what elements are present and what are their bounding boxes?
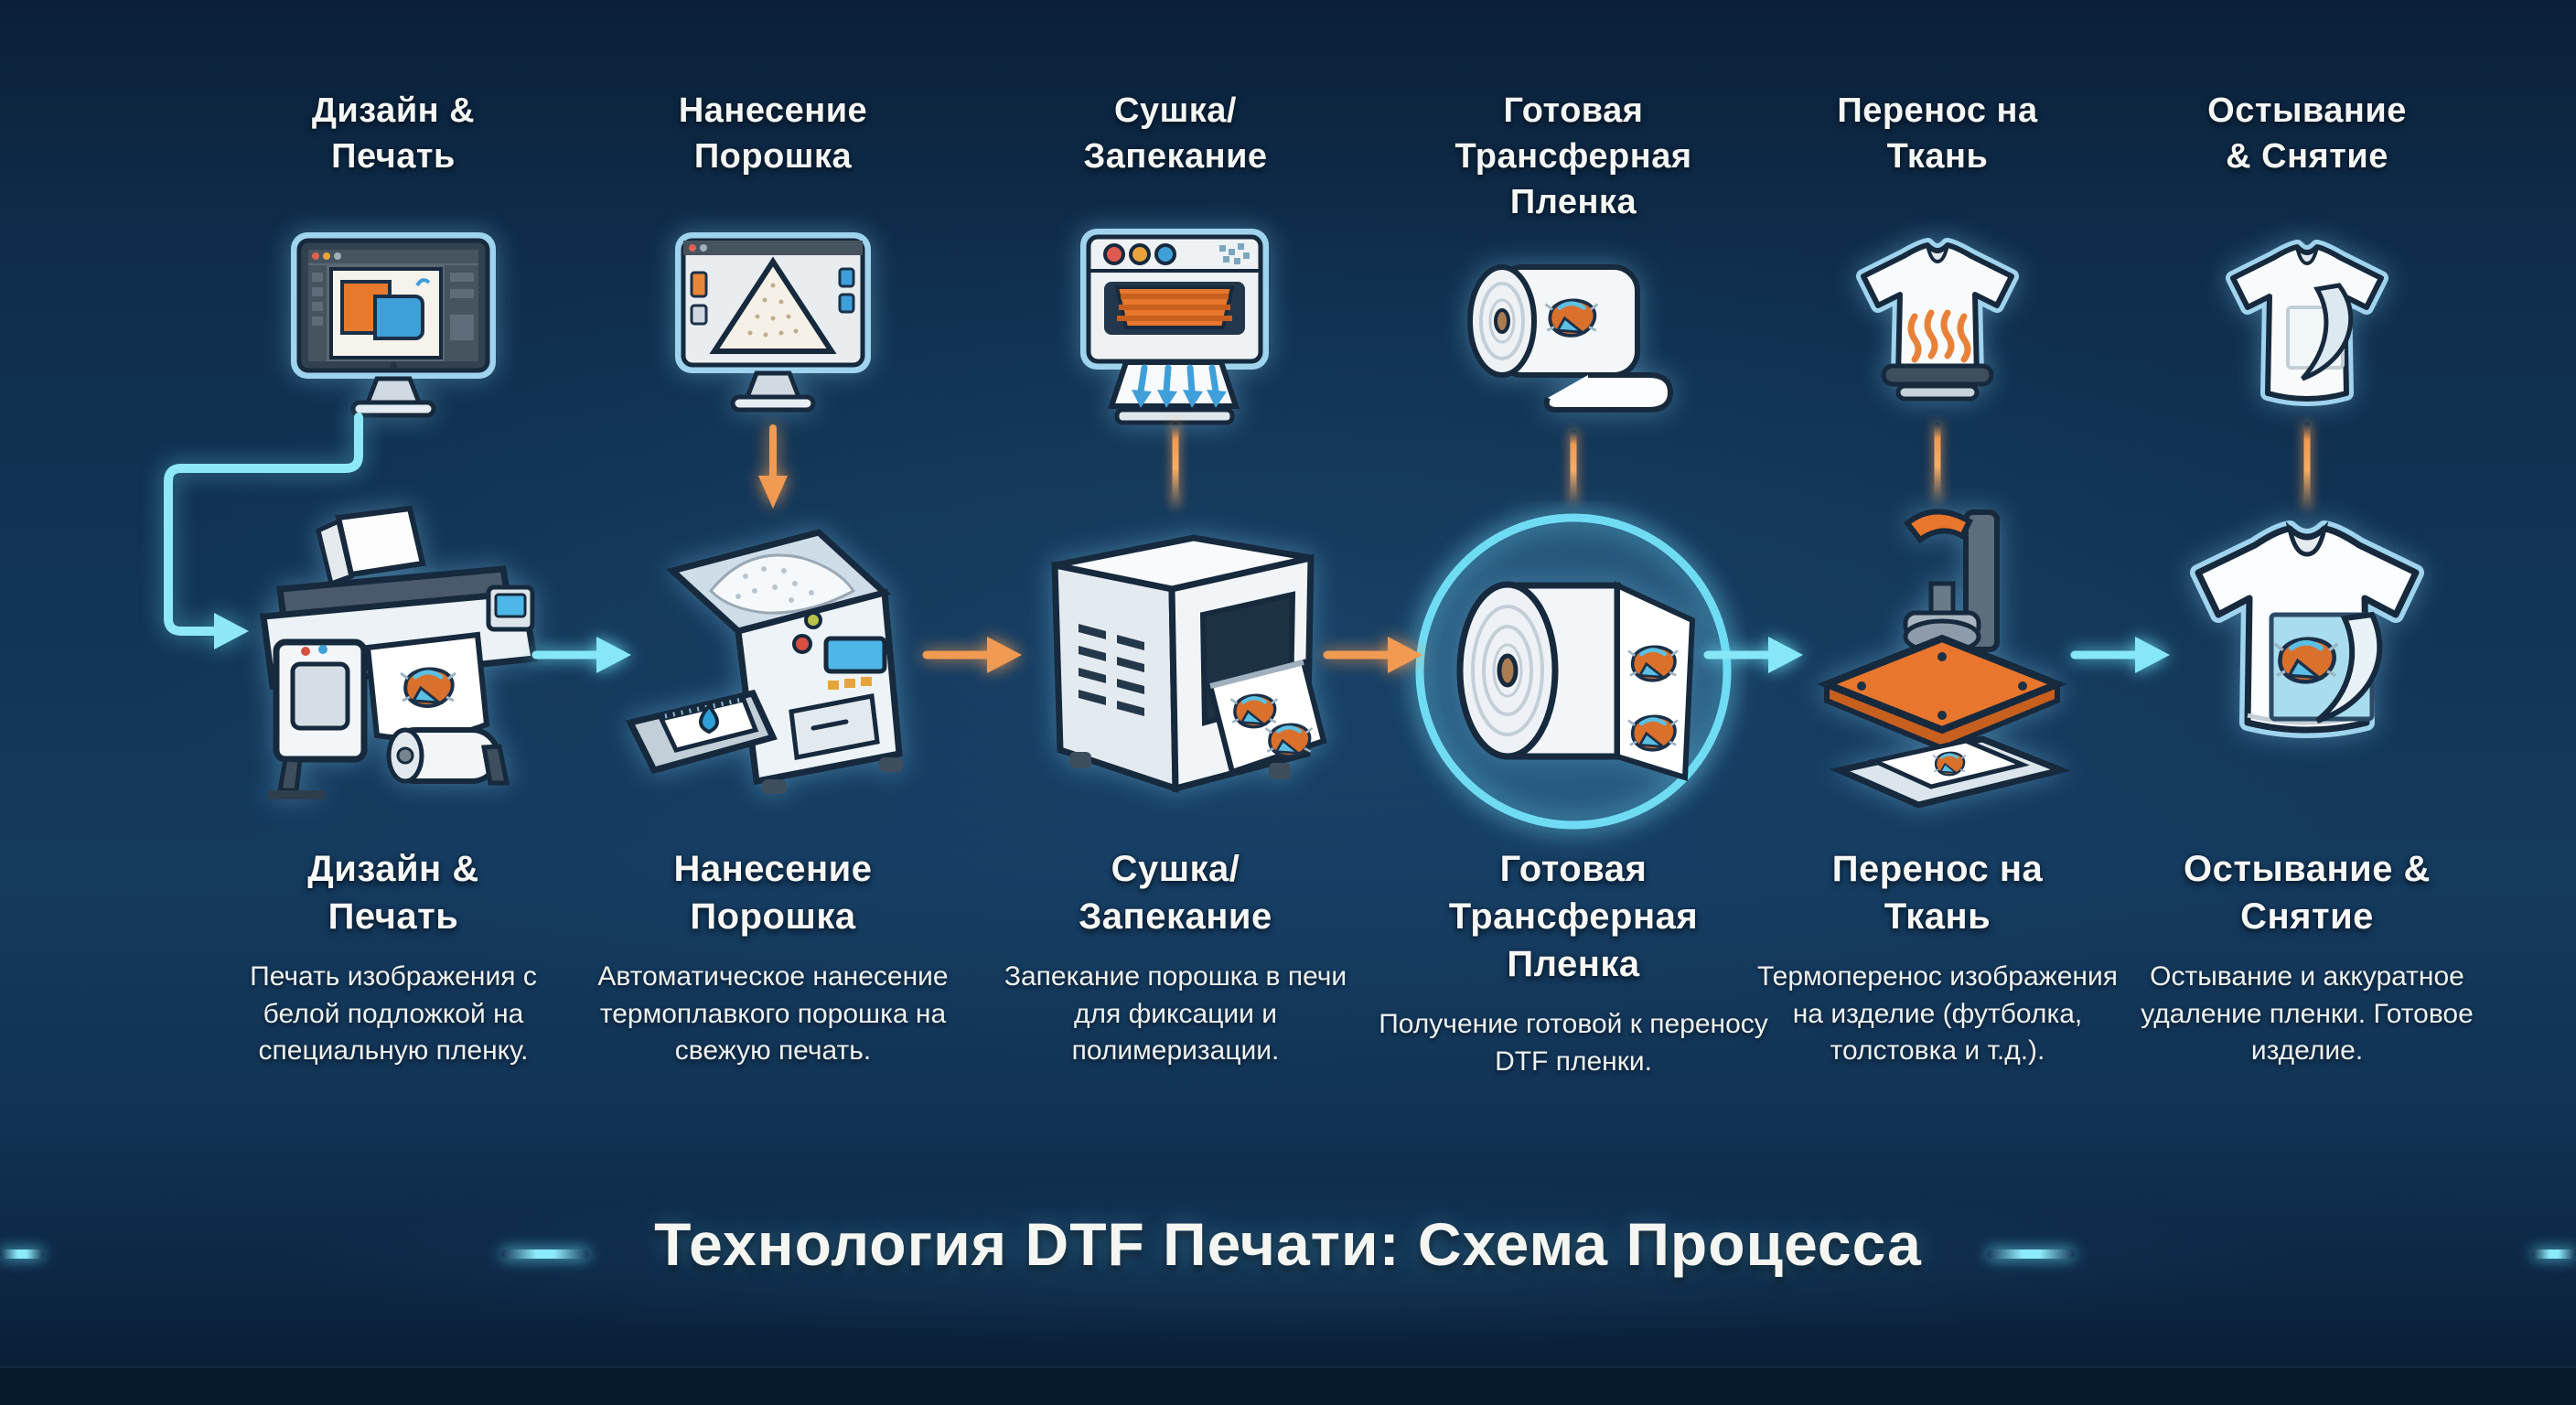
down-line-connector: [1934, 423, 1941, 501]
tshirt-heat-icon: [1832, 229, 2043, 425]
step-description: Получение готовой к переносу DTF пленки.: [1379, 1009, 1768, 1077]
flow-arrow-4-5: [1701, 629, 1810, 685]
flow-arrow-3-4: [1320, 629, 1430, 685]
step-column-curing: Сушка/ Запекание: [983, 0, 1368, 1189]
step-top-label: Нанесение Порошка: [678, 91, 868, 177]
powder-monitor-icon: [670, 229, 876, 422]
film-roll-icon: [1453, 252, 1694, 429]
title-accent-edge-left: [0, 1249, 44, 1259]
diagram-title-row: Технология DTF Печати: Схема Процесса: [0, 1209, 2576, 1279]
step-top-label: Перенос на Ткань: [1837, 91, 2038, 177]
title-accent-line-left: [501, 1249, 589, 1259]
dryer-oven-icon: [1073, 223, 1278, 434]
step-description: Печать изображения с белой подложкой на …: [250, 961, 537, 1066]
step-text: Остывание & Снятие Остывание и аккуратно…: [2124, 845, 2490, 1070]
flow-arrow-5-6: [2067, 629, 2177, 685]
down-arrow-connector: [753, 423, 793, 519]
diagram-title: Технология DTF Печати: Схема Процесса: [654, 1210, 1922, 1278]
step-heading: Перенос на Ткань: [1831, 849, 2044, 937]
down-line-connector: [2303, 423, 2311, 509]
step-top-label: Готовая Трансферная Пленка: [1454, 91, 1692, 222]
design-to-printer-connector: [164, 413, 363, 649]
step-top-label: Сушка/ Запекание: [1083, 91, 1268, 177]
down-line-connector: [1570, 430, 1577, 503]
step-heading: Готовая Трансферная Пленка: [1448, 849, 1699, 984]
step-text: Сушка/ Запекание Запекание порошка в печ…: [993, 845, 1358, 1070]
curing-oven-icon: [1002, 505, 1349, 816]
title-accent-edge-right: [2532, 1249, 2576, 1259]
step-top-label: Остывание & Снятие: [2207, 91, 2407, 177]
title-accent-line-right: [1987, 1249, 2075, 1259]
finished-tshirt-icon: [2156, 509, 2458, 806]
flow-arrow-2-3: [919, 629, 1029, 685]
tshirt-peel-icon: [2202, 229, 2412, 425]
step-text: Дизайн & Печать Печать изображения с бел…: [210, 845, 576, 1070]
wide-format-printer-icon: [229, 505, 558, 811]
step-description: Термоперенос изображения на изделие (фут…: [1757, 961, 2118, 1066]
step-heading: Остывание & Снятие: [2184, 849, 2431, 937]
design-monitor-icon: [284, 229, 503, 429]
film-roll-highlight-icon: [1400, 501, 1747, 853]
step-text: Перенос на Ткань Термоперенос изображени…: [1755, 845, 2120, 1070]
step-column-transfer: Перенос на Ткань: [1745, 0, 2130, 1189]
step-column-finish: Остывание & Снятие Остывание: [2115, 0, 2499, 1189]
step-heading: Дизайн & Печать: [307, 849, 479, 937]
flow-arrow-1-2: [529, 629, 639, 685]
footer-band: [0, 1367, 2576, 1405]
step-description: Автоматическое нанесение термоплавкого п…: [597, 961, 949, 1066]
step-column-transfer-film: Готовая Трансферная Пленка: [1379, 0, 1768, 1189]
step-description: Запекание порошка в печи для фиксации и …: [1004, 961, 1347, 1066]
down-line-connector: [1172, 423, 1179, 507]
step-top-label: Дизайн & Печать: [311, 91, 476, 177]
step-column-powder: Нанесение Порошка: [581, 0, 965, 1189]
step-heading: Нанесение Порошка: [673, 849, 873, 937]
title-glow-band: [0, 1180, 2576, 1345]
step-text: Готовая Трансферная Пленка Получение гот…: [1354, 845, 1793, 1080]
powder-applicator-icon: [608, 505, 938, 811]
step-column-design-print: Дизайн & Печать: [201, 0, 585, 1189]
heat-press-icon: [1787, 499, 2088, 820]
step-text: Нанесение Порошка Автоматическое нанесен…: [590, 845, 956, 1070]
step-heading: Сушка/ Запекание: [1079, 849, 1272, 937]
step-description: Остывание и аккуратное удаление пленки. …: [2141, 961, 2474, 1066]
